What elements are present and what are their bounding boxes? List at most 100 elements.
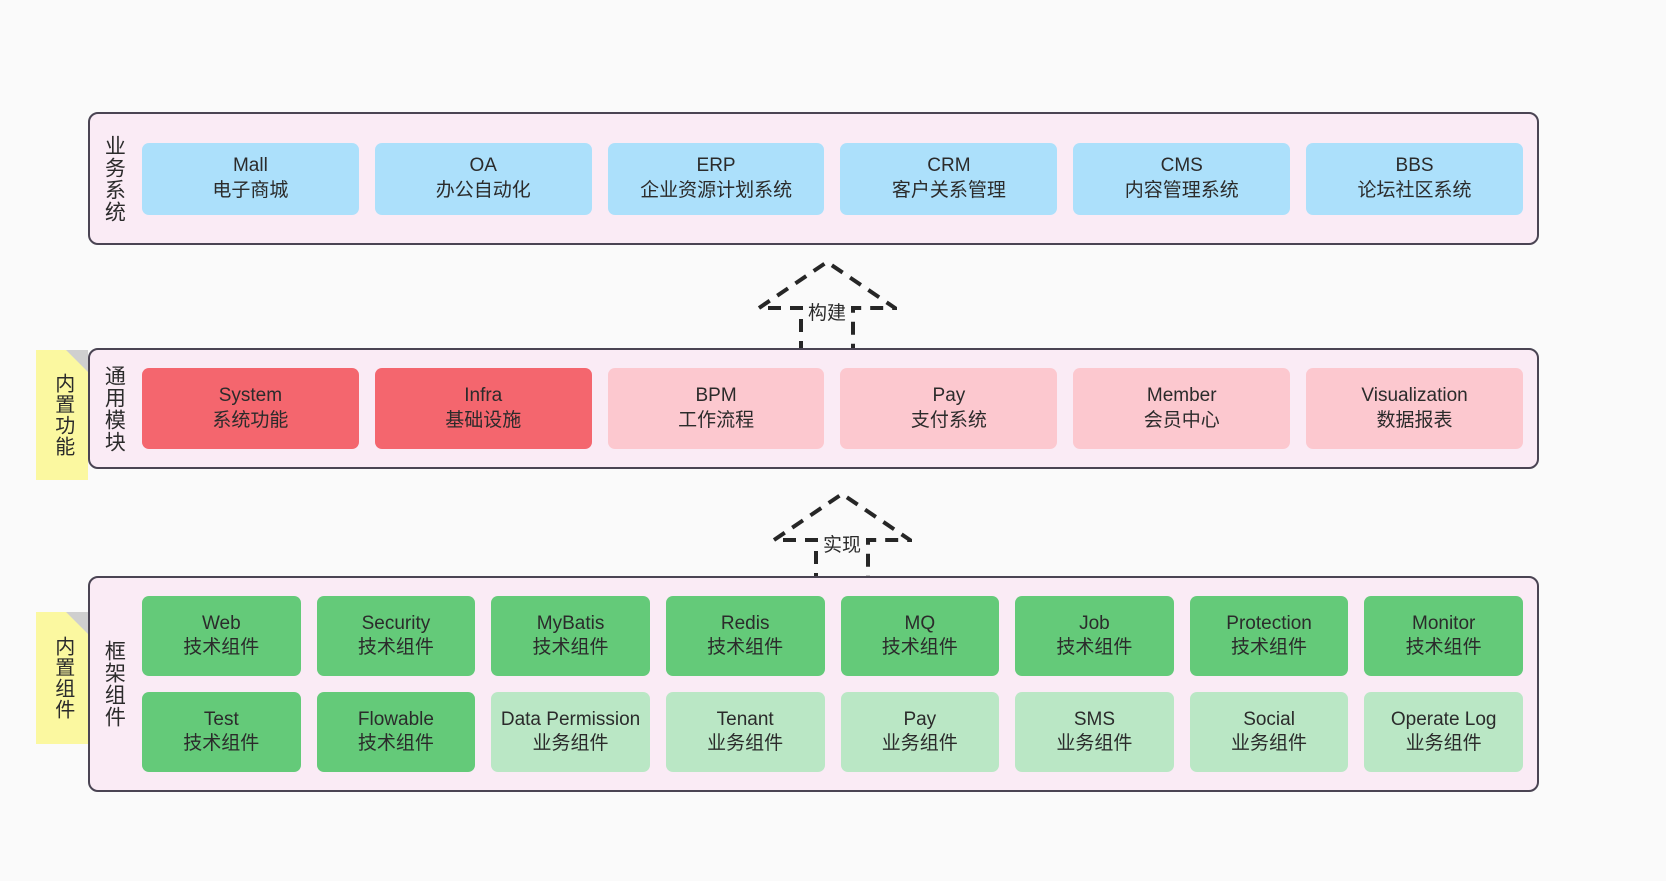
- card-title: Test: [203, 708, 239, 730]
- card-operate-log[interactable]: Operate Log 业务组件: [1364, 692, 1523, 772]
- card-title: Infra: [464, 385, 503, 407]
- layer-business-systems: 业务系统 Mall 电子商城 OA 办公自动化 ERP 企业资源计划系统 CRM…: [88, 112, 1539, 245]
- card-subtitle: 论坛社区系统: [1357, 179, 1472, 201]
- card-subtitle: 企业资源计划系统: [640, 179, 793, 201]
- card-social[interactable]: Social 业务组件: [1189, 692, 1349, 772]
- layer-body-common: System 系统功能 Infra 基础设施 BPM 工作流程 Pay 支付系统…: [136, 350, 1537, 467]
- card-subtitle: 电子商城: [212, 179, 289, 201]
- card-subtitle: 技术组件: [1231, 637, 1308, 658]
- arrow-build: 构建: [757, 258, 897, 354]
- card-subtitle: 技术组件: [183, 733, 260, 754]
- card-job[interactable]: Job 技术组件: [1015, 596, 1174, 676]
- card-oa[interactable]: OA 办公自动化: [374, 142, 592, 215]
- card-title: Job: [1079, 612, 1110, 634]
- card-test[interactable]: Test 技术组件: [142, 692, 301, 772]
- tag-builtin-components: 内置组件: [36, 612, 88, 744]
- card-subtitle: 技术组件: [707, 637, 784, 658]
- card-subtitle: 技术组件: [532, 637, 609, 658]
- card-subtitle: 工作流程: [678, 409, 755, 431]
- card-title: CMS: [1160, 155, 1203, 177]
- card-title: Redis: [720, 612, 770, 634]
- card-title: MyBatis: [536, 612, 605, 634]
- card-crm[interactable]: CRM 客户关系管理: [840, 142, 1058, 215]
- card-subtitle: 技术组件: [357, 733, 434, 754]
- layer-body-business: Mall 电子商城 OA 办公自动化 ERP 企业资源计划系统 CRM 客户关系…: [136, 114, 1537, 243]
- card-row: Mall 电子商城 OA 办公自动化 ERP 企业资源计划系统 CRM 客户关系…: [142, 142, 1523, 215]
- layer-title-business: 业务系统: [102, 134, 126, 223]
- card-system[interactable]: System 系统功能: [142, 368, 359, 449]
- card-pay[interactable]: Pay 支付系统: [840, 368, 1058, 449]
- card-title: OA: [469, 155, 497, 177]
- card-mall[interactable]: Mall 电子商城: [142, 142, 359, 215]
- card-security[interactable]: Security 技术组件: [316, 596, 476, 676]
- card-subtitle: 技术组件: [357, 637, 434, 658]
- arrow-realize: 实现: [772, 490, 912, 586]
- layer-common-modules: 通用模块 System 系统功能 Infra 基础设施 BPM 工作流程 Pay…: [88, 348, 1539, 469]
- card-title: Pay: [903, 708, 937, 730]
- tag-builtin-features: 内置功能: [36, 350, 88, 480]
- card-subtitle: 会员中心: [1143, 409, 1220, 431]
- card-subtitle: 基础设施: [445, 409, 522, 431]
- card-monitor[interactable]: Monitor 技术组件: [1364, 596, 1523, 676]
- card-subtitle: 业务组件: [532, 733, 609, 754]
- card-sms[interactable]: SMS 业务组件: [1015, 692, 1174, 772]
- card-member[interactable]: Member 会员中心: [1073, 368, 1291, 449]
- card-title: System: [218, 385, 283, 407]
- card-subtitle: 业务组件: [1231, 733, 1308, 754]
- card-subtitle: 支付系统: [910, 409, 987, 431]
- card-subtitle: 办公自动化: [435, 179, 531, 201]
- card-title: Web: [201, 612, 241, 634]
- card-title: Flowable: [357, 708, 434, 730]
- card-subtitle: 技术组件: [1405, 637, 1482, 658]
- card-bpm[interactable]: BPM 工作流程: [607, 368, 825, 449]
- card-title: MQ: [904, 612, 936, 634]
- card-title: Visualization: [1361, 385, 1468, 407]
- card-subtitle: 客户关系管理: [891, 179, 1006, 201]
- card-mq[interactable]: MQ 技术组件: [840, 596, 1000, 676]
- card-tenant[interactable]: Tenant 业务组件: [665, 692, 825, 772]
- card-title: SMS: [1073, 708, 1116, 730]
- card-title: Operate Log: [1390, 708, 1497, 730]
- card-visualization[interactable]: Visualization 数据报表: [1306, 368, 1523, 449]
- card-row: System 系统功能 Infra 基础设施 BPM 工作流程 Pay 支付系统…: [142, 368, 1523, 449]
- layer-title-framework: 框架组件: [102, 640, 126, 728]
- card-title: BBS: [1395, 155, 1434, 177]
- card-subtitle: 技术组件: [1056, 637, 1133, 658]
- card-title: Security: [361, 612, 431, 634]
- layer-body-framework: Web 技术组件 Security 技术组件 MyBatis 技术组件 Redi…: [136, 578, 1537, 790]
- card-title: Pay: [932, 385, 966, 407]
- card-subtitle: 系统功能: [212, 409, 289, 431]
- card-subtitle: 业务组件: [881, 733, 958, 754]
- card-flowable[interactable]: Flowable 技术组件: [316, 692, 476, 772]
- layer-framework-components: 框架组件 Web 技术组件 Security 技术组件 MyBatis 技术组件…: [88, 576, 1539, 792]
- card-subtitle: 业务组件: [707, 733, 784, 754]
- card-subtitle: 技术组件: [183, 637, 260, 658]
- card-mybatis[interactable]: MyBatis 技术组件: [491, 596, 650, 676]
- card-cms[interactable]: CMS 内容管理系统: [1073, 142, 1291, 215]
- card-erp[interactable]: ERP 企业资源计划系统: [607, 142, 825, 215]
- card-web[interactable]: Web 技术组件: [142, 596, 301, 676]
- card-title: Mall: [232, 155, 268, 177]
- card-subtitle: 数据报表: [1376, 409, 1453, 431]
- card-data-permission[interactable]: Data Permission 业务组件: [491, 692, 650, 772]
- card-title: Tenant: [716, 708, 774, 730]
- dashed-up-arrow-icon: [772, 491, 912, 586]
- card-row: Test 技术组件 Flowable 技术组件 Data Permission …: [142, 692, 1523, 772]
- card-infra[interactable]: Infra 基础设施: [374, 368, 592, 449]
- card-title: BPM: [695, 385, 737, 407]
- layer-title-common: 通用模块: [102, 364, 126, 453]
- arrow-label-realize: 实现: [822, 535, 861, 556]
- card-title: Data Permission: [500, 708, 641, 730]
- card-protection[interactable]: Protection 技术组件: [1189, 596, 1349, 676]
- card-title: ERP: [696, 155, 736, 177]
- card-title: Monitor: [1412, 612, 1476, 634]
- card-row: Web 技术组件 Security 技术组件 MyBatis 技术组件 Redi…: [142, 596, 1523, 676]
- card-title: Member: [1146, 385, 1217, 407]
- card-bbs[interactable]: BBS 论坛社区系统: [1306, 142, 1523, 215]
- tag-label: 内置功能: [51, 373, 74, 457]
- card-title: Protection: [1226, 612, 1312, 634]
- card-title: CRM: [927, 155, 971, 177]
- card-redis[interactable]: Redis 技术组件: [665, 596, 825, 676]
- card-subtitle: 业务组件: [1056, 733, 1133, 754]
- card-pay-business[interactable]: Pay 业务组件: [840, 692, 1000, 772]
